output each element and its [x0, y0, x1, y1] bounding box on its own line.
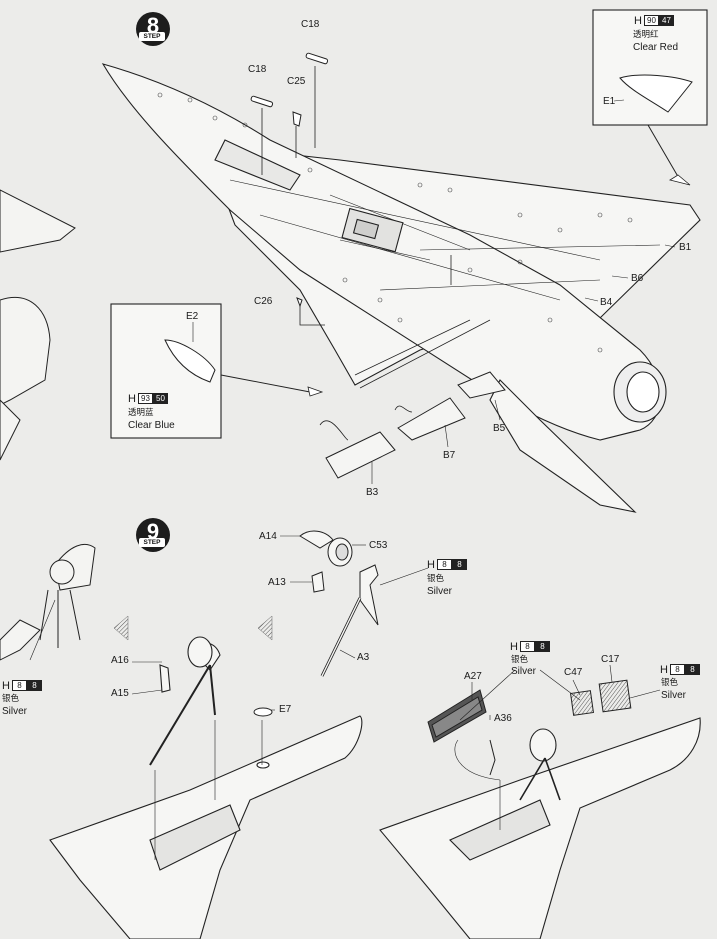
paint-number: 93 [137, 393, 153, 404]
paint-code: 8 [451, 559, 467, 570]
paint-name-cn: 银色 [2, 694, 20, 704]
leader-lines-step9-right [454, 664, 661, 830]
paint-number: 8 [519, 641, 535, 652]
paint-name-cn: 银色 [427, 574, 445, 584]
paint-brand: H [2, 679, 10, 692]
view-arrows [113, 615, 273, 641]
paint-brand: H [128, 392, 136, 405]
part-label-a15: A15 [111, 688, 129, 699]
leader-silver-left [29, 599, 56, 661]
part-label-c17: C17 [601, 654, 620, 665]
paint-code: 47 [658, 15, 674, 26]
aircraft-step8 [101, 63, 701, 513]
step-word: STEP [139, 32, 165, 41]
part-label-b7: B7 [443, 450, 456, 461]
paint-brand: H [427, 558, 435, 571]
step-8-badge: 8 STEP [136, 12, 170, 46]
part-label-e7: E7 [279, 704, 292, 715]
part-label-a16: A16 [111, 655, 129, 666]
main-gear-assembly [299, 530, 379, 677]
part-label-a27: A27 [464, 671, 482, 682]
paint-name-en: Clear Red [633, 42, 679, 53]
part-label-e1: E1 [603, 96, 616, 107]
paint-chip-clear-red: H 90 47 [634, 14, 674, 27]
paint-number: 8 [669, 664, 685, 675]
paint-code: 50 [152, 393, 168, 404]
step-number: 9 [146, 519, 160, 544]
paint-code: 8 [26, 680, 42, 691]
detail-box-e1 [592, 9, 708, 186]
e7-part [253, 707, 273, 717]
part-label-c18: C18 [301, 19, 320, 30]
paint-chip-silver-a27: H 8 8 [510, 640, 550, 653]
part-label-c47: C47 [564, 667, 583, 678]
label-leaders [371, 244, 676, 484]
paint-name-en: Silver [427, 586, 453, 597]
aircraft-step9-left [49, 636, 363, 939]
grilles [570, 679, 632, 716]
left-gear-fragment [0, 543, 96, 661]
paint-number: 8 [11, 680, 27, 691]
part-label-c53: C53 [369, 540, 388, 551]
paint-name-en: Silver [511, 666, 537, 677]
paint-chip-silver-left: H 8 8 [2, 679, 42, 692]
part-label-b5: B5 [493, 423, 506, 434]
paint-chip-clear-blue: H 93 50 [128, 392, 168, 405]
part-label-e2: E2 [186, 311, 199, 322]
part-label-a36: A36 [494, 713, 512, 724]
aircraft-step9-right [379, 717, 701, 939]
rivet-dots [157, 92, 633, 353]
step-9-badge: 9 STEP [136, 518, 170, 552]
paint-brand: H [660, 663, 668, 676]
a27-panel [427, 689, 487, 743]
leader-lines-gear [280, 535, 429, 659]
paint-code: 8 [684, 664, 700, 675]
part-label-a3: A3 [357, 652, 370, 663]
part-label-a14: A14 [259, 531, 277, 542]
paint-name-cn: 透明蓝 [128, 408, 154, 418]
paint-chip-silver-c17: H 8 8 [660, 663, 700, 676]
paint-brand: H [510, 640, 518, 653]
step-word: STEP [139, 538, 165, 547]
part-label-b1: B1 [679, 242, 692, 253]
paint-name-en: Silver [2, 706, 28, 717]
part-label-c25: C25 [287, 76, 306, 87]
paint-brand: H [634, 14, 642, 27]
paint-code: 8 [534, 641, 550, 652]
paint-name-cn: 银色 [511, 655, 529, 665]
paint-name-cn: 银色 [661, 678, 679, 688]
paint-number: 8 [436, 559, 452, 570]
paint-name-en: Silver [661, 690, 687, 701]
left-wing-fragment [0, 189, 76, 461]
part-label-b6: B6 [631, 273, 644, 284]
part-label-b4: B4 [600, 297, 613, 308]
part-label-c26: C26 [254, 296, 273, 307]
leader-lines-step8 [261, 66, 452, 326]
detail-box-e2 [110, 303, 324, 439]
paint-name-cn: 透明红 [633, 30, 659, 40]
part-label-b3: B3 [366, 487, 379, 498]
step-number: 8 [146, 13, 160, 38]
paint-name-en: Clear Blue [128, 420, 175, 431]
parts-step8 [250, 52, 329, 308]
leader-lines-step9-left [131, 661, 275, 860]
paint-number: 90 [643, 15, 659, 26]
part-label-c18: C18 [248, 64, 267, 75]
paint-chip-silver-a3: H 8 8 [427, 558, 467, 571]
part-label-a13: A13 [268, 577, 286, 588]
stores [319, 319, 506, 479]
